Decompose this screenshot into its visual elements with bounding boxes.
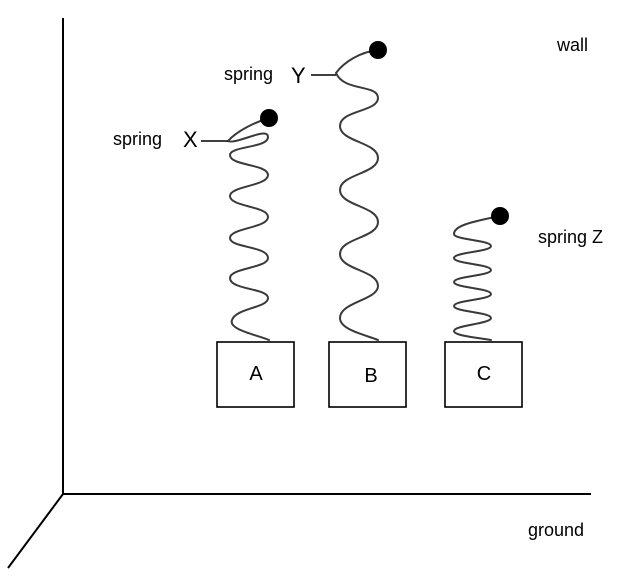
box-b-label: B <box>364 365 377 387</box>
box-c-label: C <box>477 363 491 385</box>
spring-y-label-word: spring <box>224 64 273 84</box>
spring-y-coil <box>334 49 380 341</box>
wall-label: wall <box>556 35 588 55</box>
box-a: A <box>216 341 295 408</box>
spring-z-coil <box>452 215 501 341</box>
ground-label: ground <box>528 520 584 540</box>
spring-x-label-word: spring <box>113 129 162 149</box>
box-b-rect <box>328 341 407 408</box>
spring-z-end-ball <box>491 207 509 225</box>
spring-y: spring Y <box>224 41 387 341</box>
spring-y-label-letter: Y <box>291 63 306 88</box>
spring-z: spring Z <box>452 207 603 341</box>
depth-line <box>7 493 64 569</box>
spring-y-end-ball <box>369 41 387 59</box>
spring-x: spring X <box>113 109 278 341</box>
spring-z-label: spring Z <box>538 227 603 247</box>
spring-x-coil <box>226 117 270 341</box>
box-c-rect <box>444 341 523 408</box>
box-c: C <box>444 341 523 408</box>
spring-x-label-letter: X <box>183 127 198 152</box>
box-a-label: A <box>249 363 263 385</box>
box-a-rect <box>216 341 295 408</box>
box-b: B <box>328 341 407 408</box>
spring-x-end-ball <box>260 109 278 127</box>
